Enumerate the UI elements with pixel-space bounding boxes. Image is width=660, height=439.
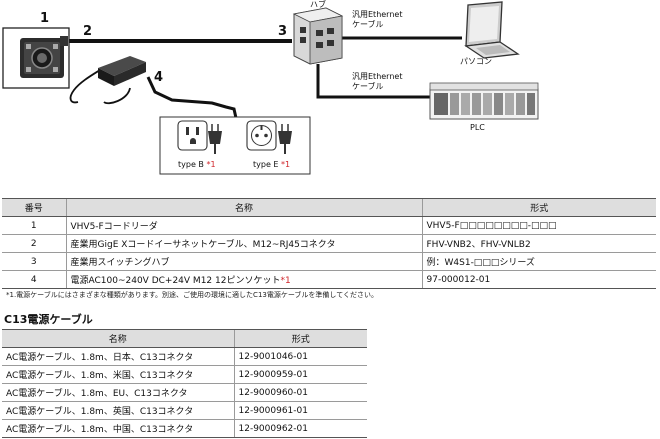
row-number: 3 xyxy=(2,252,66,271)
components-table: 番号 名称 形式 1 VHV5-Fコードリーダ VHV5-F□□□□□□□□-□… xyxy=(2,198,656,289)
table-row: AC電源ケーブル、1.8m、米国、C13コネクタ 12-9000959-01 xyxy=(2,365,367,384)
pc-label: パソコン xyxy=(460,57,492,66)
table-row: AC電源ケーブル、1.8m、英国、C13コネクタ 12-9000961-01 xyxy=(2,401,367,420)
code-reader-device xyxy=(2,27,70,89)
row-model: 12-9000959-01 xyxy=(233,365,367,384)
row-model: VHV5-F□□□□□□□□-□□□ xyxy=(421,216,656,235)
table-header-row: 番号 名称 形式 xyxy=(2,198,656,217)
plug-e-note-mark: *1 xyxy=(281,160,291,169)
header-number: 番号 xyxy=(2,198,66,217)
row-name: AC電源ケーブル、1.8m、米国、C13コネクタ xyxy=(2,365,234,384)
hub-label: ハブ xyxy=(310,0,326,9)
power-adapter xyxy=(98,56,146,86)
c13-cable-table: 名称 形式 AC電源ケーブル、1.8m、日本、C13コネクタ 12-900104… xyxy=(2,329,367,438)
table-row: AC電源ケーブル、1.8m、日本、C13コネクタ 12-9001046-01 xyxy=(2,347,367,366)
type-b-outlet-icon xyxy=(177,120,208,151)
callout-1: 1 xyxy=(40,11,50,26)
header-model: 形式 xyxy=(233,329,367,348)
row-model: FHV-VNB2、FHV-VNLB2 xyxy=(421,234,656,253)
row-number: 2 xyxy=(2,234,66,253)
table-row: 4 電源AC100~240V DC+24V M12 12ピンソケット*1 97-… xyxy=(2,270,656,289)
row-name: AC電源ケーブル、1.8m、英国、C13コネクタ xyxy=(2,401,234,420)
row-number: 1 xyxy=(2,216,66,235)
type-e-outlet-icon xyxy=(246,120,277,151)
power-cord-to-reader xyxy=(69,69,101,104)
plug-b-caption: type B *1 xyxy=(178,161,216,169)
row-number: 4 xyxy=(2,270,66,289)
row-name: 産業用GigE Xコードイーサネットケーブル、M12~RJ45コネクタ xyxy=(65,234,422,253)
row-model: 97-000012-01 xyxy=(421,270,656,289)
row-name: AC電源ケーブル、1.8m、日本、C13コネクタ xyxy=(2,347,234,366)
plug-e-caption: type E *1 xyxy=(253,161,290,169)
row-name: AC電源ケーブル、1.8m、EU、C13コネクタ xyxy=(2,383,234,402)
table-row: 1 VHV5-Fコードリーダ VHV5-F□□□□□□□□-□□□ xyxy=(2,216,656,235)
laptop-pc-device xyxy=(464,1,520,59)
system-configuration-diagram xyxy=(2,1,539,175)
row-model: 12-9000962-01 xyxy=(233,419,367,438)
plc-label: PLC xyxy=(470,123,485,132)
header-name: 名称 xyxy=(65,198,422,217)
table-row: AC電源ケーブル、1.8m、EU、C13コネクタ 12-9000960-01 xyxy=(2,383,367,402)
table-row: 2 産業用GigE Xコードイーサネットケーブル、M12~RJ45コネクタ FH… xyxy=(2,234,656,253)
row-name: 産業用スイッチングハブ xyxy=(65,252,422,271)
cable-label-pc-line2: ケーブル xyxy=(352,20,384,29)
callout-4: 4 xyxy=(154,70,164,85)
row-name-cell: 電源AC100~240V DC+24V M12 12ピンソケット*1 xyxy=(65,270,422,289)
header-name: 名称 xyxy=(2,329,234,348)
ethernet-cable-hub-to-plc xyxy=(316,64,430,99)
table-row: AC電源ケーブル、1.8m、中国、C13コネクタ 12-9000962-01 xyxy=(2,419,367,438)
cable-label-plc-line2: ケーブル xyxy=(352,82,384,91)
row-name: VHV5-Fコードリーダ xyxy=(65,216,422,235)
power-cable xyxy=(146,76,238,119)
row-name: 電源AC100~240V DC+24V M12 12ピンソケット xyxy=(70,276,281,286)
plug-b-label: type B xyxy=(178,160,204,169)
power-cord-loose xyxy=(103,87,131,105)
row-model: 12-9000961-01 xyxy=(233,401,367,420)
plc-device xyxy=(429,82,539,120)
type-b-plug-icon xyxy=(208,124,222,154)
row-model: 例：W4S1-□□□シリーズ xyxy=(421,252,656,271)
row-model: 12-9001046-01 xyxy=(233,347,367,366)
plug-b-note-mark: *1 xyxy=(206,160,216,169)
switching-hub-device xyxy=(292,7,344,65)
header-model: 形式 xyxy=(421,198,656,217)
row-name: AC電源ケーブル、1.8m、中国、C13コネクタ xyxy=(2,419,234,438)
row-model: 12-9000960-01 xyxy=(233,383,367,402)
type-e-plug-icon xyxy=(278,124,292,154)
table-header-row: 名称 形式 xyxy=(2,329,367,348)
footnote: *1.電源ケーブルにはさまざまな種類があります。別途、ご使用の環境に適したC13… xyxy=(6,291,379,299)
table-row: 3 産業用スイッチングハブ 例：W4S1-□□□シリーズ xyxy=(2,252,656,271)
callout-2: 2 xyxy=(83,24,93,39)
plug-e-label: type E xyxy=(253,160,279,169)
cable-label-plc-line1: 汎用Ethernet xyxy=(352,72,403,81)
callout-3: 3 xyxy=(278,24,288,39)
c13-section-title: C13電源ケーブル xyxy=(4,313,93,326)
cable-label-pc-line1: 汎用Ethernet xyxy=(352,10,403,19)
row-note-mark: *1 xyxy=(280,276,291,286)
